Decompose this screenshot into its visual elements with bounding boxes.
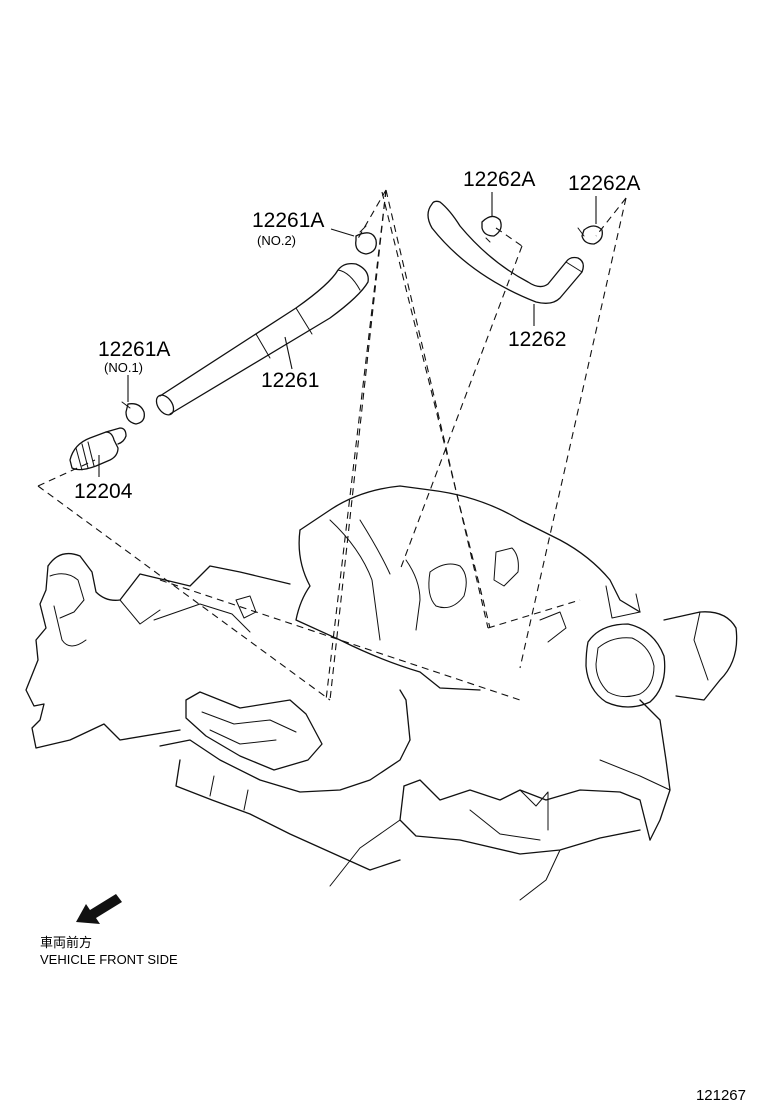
label-12262A-right: 12262A — [568, 172, 640, 195]
engine-assembly — [25, 485, 738, 901]
label-12261: 12261 — [261, 369, 319, 392]
clamp-12261A-no2 — [355, 225, 377, 255]
label-12261A-no2: 12261A — [252, 209, 324, 232]
clamp-12262A-right — [577, 225, 603, 245]
pcv-valve-12204 — [69, 427, 127, 471]
vehicle-front-label-en: VEHICLE FRONT SIDE — [40, 952, 178, 967]
label-12204: 12204 — [74, 480, 133, 503]
reference-lines — [37, 189, 627, 701]
hose-12262 — [427, 200, 584, 304]
label-12262A-left: 12262A — [463, 168, 535, 191]
label-12261A-no2-sub: (NO.2) — [257, 233, 296, 248]
leader-lines — [98, 192, 597, 477]
clamp-12261A-no1 — [121, 401, 145, 425]
label-12262: 12262 — [508, 328, 566, 351]
label-12261A-no1: 12261A — [98, 338, 170, 361]
hose-12261 — [155, 262, 369, 416]
label-12261A-no1-sub: (NO.1) — [104, 360, 143, 375]
drawing-number: 121267 — [695, 1087, 746, 1104]
clamp-12262A-left — [481, 215, 502, 243]
vehicle-front-arrow-icon — [76, 894, 122, 924]
vehicle-front-label-jp: 車両前方 — [40, 936, 93, 951]
